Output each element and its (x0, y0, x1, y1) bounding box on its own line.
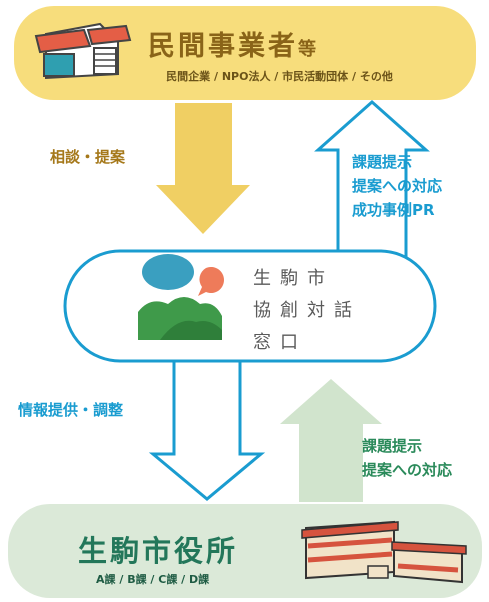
issue-up-top-line-3: 成功事例PR (352, 201, 435, 219)
dialogue-logo-icon (138, 254, 224, 340)
city-hall-title: 生駒市役所 (78, 534, 239, 568)
issue-up-bottom-labels: 課題提示 提案への対応 (362, 434, 452, 482)
info-label: 情報提供・調整 (18, 401, 124, 419)
city-hall-subtitle: A課 / B課 / C課 / D課 (96, 573, 210, 586)
issue-arrow-up-bottom (280, 379, 382, 502)
consult-label: 相談・提案 (50, 148, 126, 166)
private-sector-title-suffix: 等 (298, 39, 316, 60)
city-hall-building-icon (301, 520, 467, 584)
private-sector-box (14, 6, 476, 100)
issue-up-top-labels: 課題提示 提案への対応 成功事例PR (352, 150, 442, 222)
window-line-1: 生駒市 (253, 268, 334, 289)
shop-icon (34, 22, 132, 80)
dialogue-window-frame (63, 249, 437, 363)
consult-arrow (156, 103, 250, 234)
issue-arrow-up-top (314, 99, 430, 266)
private-sector-title-main: 民間事業者 (148, 31, 298, 62)
window-line-3: 窓口 (253, 332, 307, 353)
issue-up-bottom-line-2: 提案への対応 (362, 461, 453, 479)
issue-up-top-line-2: 提案への対応 (352, 177, 443, 195)
issue-up-top-line-1: 課題提示 (352, 153, 413, 171)
issue-up-bottom-line-1: 課題提示 (362, 437, 423, 455)
window-line-2: 協創対話 (253, 300, 361, 321)
private-sector-subtitle: 民間企業 / NPO法人 / 市民活動団体 / その他 (166, 70, 393, 83)
info-arrow-down (148, 359, 266, 501)
private-sector-title: 民間事業者等 (148, 24, 316, 63)
